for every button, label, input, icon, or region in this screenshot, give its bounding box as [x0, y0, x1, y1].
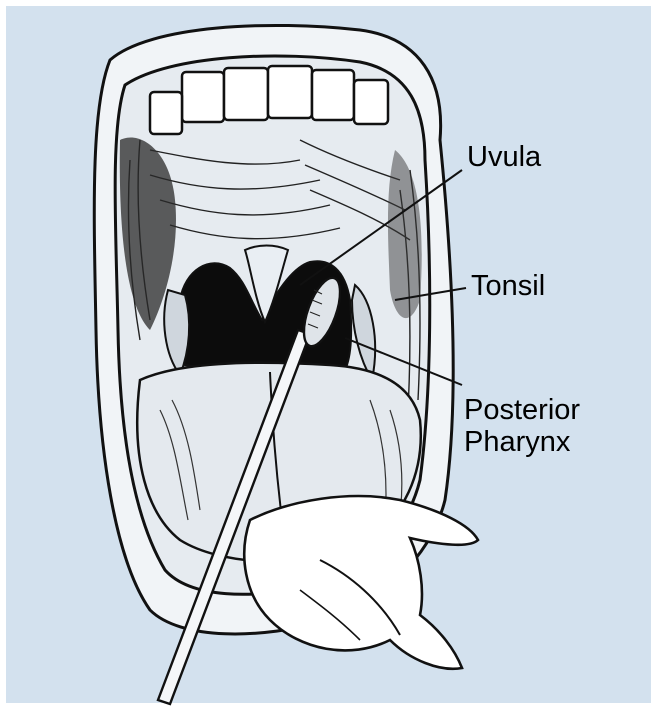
- label-tonsil: Tonsil: [471, 270, 545, 303]
- hand: [244, 496, 478, 669]
- label-pharynx: Pharynx: [464, 426, 570, 459]
- label-posterior: Posterior: [464, 394, 580, 427]
- label-uvula: Uvula: [467, 141, 541, 174]
